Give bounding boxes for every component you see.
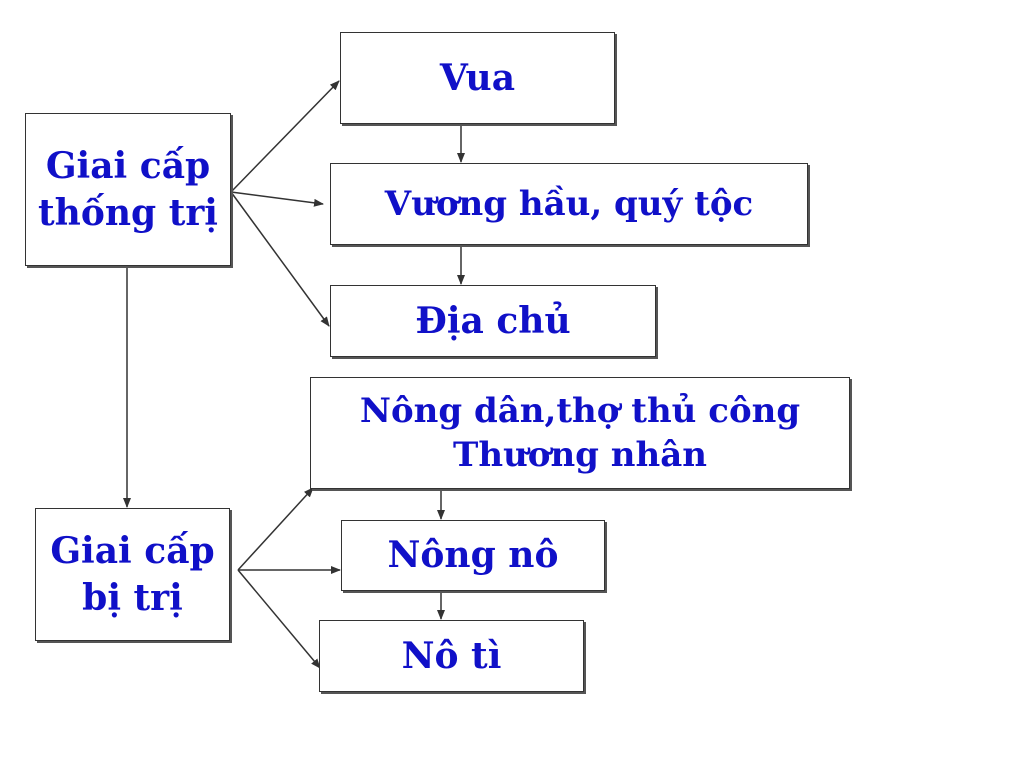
arrow-thong-tri-to-vua [230,80,340,193]
node-dia-chu: Địa chủ [330,285,656,357]
node-label-line: Vương hầu, quý tộc [384,183,754,224]
node-no-ti: Nô tì [319,620,584,692]
node-label-line: Nô tì [401,634,502,677]
node-label-line: Nông dân,thợ thủ công [359,390,801,431]
arrow-thong-tri-to-dia-chu [230,191,330,327]
arrow-thong-tri-to-vuong-hau [230,191,324,207]
node-nong-dan-tho-thu-cong-thuong-nhan: Nông dân,thợ thủ công Thương nhân [310,377,850,489]
node-vuong-hau-quy-toc: Vương hầu, quý tộc [330,163,808,245]
arrow-bi-tri-to-nong-dan [237,487,314,571]
node-giai-cap-thong-tri: Giai cấp thống trị [25,113,231,266]
node-nong-no: Nông nô [341,520,605,591]
arrow-bi-tri-to-no-ti [237,569,321,669]
node-label-line: Địa chủ [415,299,571,342]
node-label-line: Nông nô [387,534,559,577]
node-label-line: bị trị [82,576,183,619]
node-label-line: thống trị [38,191,218,234]
node-label-line: Giai cấp [45,144,211,187]
node-label-line: Vua [439,56,516,99]
node-label-line: Thương nhân [453,435,707,475]
node-vua: Vua [340,32,615,124]
node-giai-cap-bi-tri: Giai cấp bị trị [35,508,230,641]
node-label-line: Giai cấp [50,529,215,572]
